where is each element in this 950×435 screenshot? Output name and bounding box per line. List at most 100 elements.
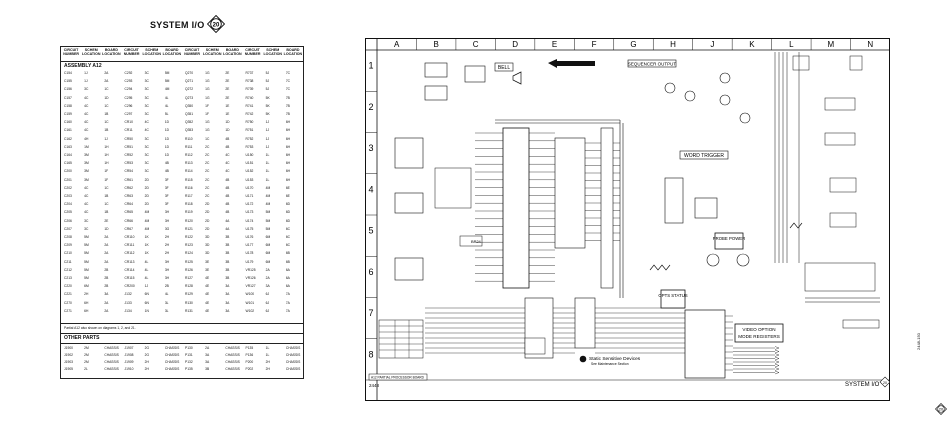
table-header-cell: CIRCUIT NUMBER bbox=[63, 48, 79, 57]
table-cell: 4E bbox=[205, 284, 210, 289]
static-sensitive-sub: See Maintenance Section bbox=[591, 362, 629, 366]
table-cell: 4B bbox=[225, 136, 230, 141]
table-cell: 3C bbox=[144, 153, 149, 157]
table-cell: 3F bbox=[164, 194, 169, 198]
table-cell: 4M bbox=[265, 202, 271, 207]
table-cell: 2C bbox=[205, 161, 210, 166]
table-cell: 1H bbox=[104, 144, 109, 149]
table-cell: W101 bbox=[245, 300, 255, 305]
table-cell: 6D bbox=[285, 202, 291, 207]
table-cell: 3B bbox=[225, 267, 230, 272]
table-cell: 3A bbox=[265, 284, 270, 289]
table-cell: 4A bbox=[225, 218, 230, 223]
table-cell: 2B bbox=[104, 276, 109, 280]
table-cell: 1K bbox=[144, 243, 149, 248]
table-cell: 1L bbox=[265, 346, 270, 350]
table-cell: 6J bbox=[265, 292, 270, 297]
video-option-box bbox=[734, 323, 784, 343]
table-cell: 6H bbox=[285, 177, 291, 182]
grid-column-letter: M bbox=[827, 40, 834, 49]
table-cell: U173 bbox=[245, 210, 254, 215]
table-cell: 3C bbox=[144, 136, 149, 141]
table-cell: 2L bbox=[84, 367, 88, 371]
diagram-number-badge: 20 bbox=[207, 15, 225, 33]
table-cell: 1K bbox=[144, 235, 149, 239]
grid-column-letter: J bbox=[710, 40, 714, 49]
table-cell: C165 bbox=[64, 161, 72, 166]
sequencer-output-box bbox=[627, 59, 677, 68]
grid-column-letter: B bbox=[434, 40, 439, 49]
table-cell: 1B bbox=[104, 128, 109, 133]
table-cell: CR111 bbox=[124, 243, 135, 248]
table-cell: 1G bbox=[205, 87, 210, 92]
table-cell: J1902 bbox=[64, 353, 73, 357]
table-cell: 2H bbox=[164, 251, 170, 256]
table-cell: P130 bbox=[185, 346, 193, 350]
table-cell: CR62 bbox=[124, 185, 133, 190]
table-cell: 7B bbox=[285, 95, 290, 100]
table-cell: 6A bbox=[285, 267, 290, 272]
table-cell: 2H bbox=[164, 243, 170, 248]
table-cell: 7B bbox=[285, 103, 290, 108]
table-cell: 3A bbox=[225, 300, 230, 305]
table-cell: P136 bbox=[245, 353, 254, 357]
table-cell: 4L bbox=[164, 292, 169, 297]
table-cell: C207 bbox=[64, 226, 72, 231]
table-cell: C209 bbox=[64, 243, 72, 248]
table-cell: 3B bbox=[225, 251, 230, 256]
table-cell: 7B bbox=[285, 112, 290, 116]
table-cell: CHASSIS bbox=[164, 367, 180, 371]
table-cell: U151 bbox=[245, 161, 254, 166]
table-cell: 3M bbox=[84, 161, 89, 166]
table-cell: 2E bbox=[225, 79, 230, 84]
table-cell: P202 bbox=[245, 367, 254, 371]
bell-label: BELL bbox=[498, 65, 510, 71]
table-cell: CHASSIS bbox=[285, 346, 301, 350]
table-cell: 6M bbox=[84, 284, 89, 289]
table-cell: 2A bbox=[104, 251, 109, 256]
table-cell: R740 bbox=[245, 95, 254, 100]
table-cell: CR200 bbox=[124, 284, 135, 289]
table-cell: 4C bbox=[225, 153, 230, 157]
table-cell: J1900 bbox=[64, 346, 73, 350]
table-cell: 3C bbox=[144, 112, 149, 116]
table-cell: 3B bbox=[225, 235, 230, 239]
table-cell: 1J bbox=[104, 136, 108, 141]
table-cell: P135 bbox=[245, 346, 254, 350]
table-cell: CR10 bbox=[124, 120, 133, 125]
table-cell: 3C bbox=[144, 103, 149, 108]
table-cell: Q350 bbox=[185, 103, 194, 108]
table-cell: 6A bbox=[285, 276, 290, 280]
table-cell: 2M bbox=[84, 346, 89, 350]
table-cell: 7A bbox=[285, 292, 290, 297]
table-cell: C202 bbox=[64, 185, 72, 190]
table-cell: 2A bbox=[104, 243, 109, 248]
table-cell: 6N bbox=[144, 292, 149, 297]
table-cell: 6J bbox=[265, 300, 270, 305]
table-cell: C163 bbox=[64, 144, 72, 149]
video-option-label-1: VIDEO OPTION bbox=[742, 327, 775, 332]
table-cell: 3F bbox=[164, 177, 169, 182]
table-cell: 2H bbox=[84, 292, 89, 297]
table-cell: 3L bbox=[164, 300, 169, 305]
table-cell: 2H bbox=[164, 235, 170, 239]
table-cell: 4M bbox=[144, 226, 150, 231]
table-cell: 2A bbox=[265, 267, 270, 272]
table-cell: J132 bbox=[124, 292, 132, 297]
table-cell: 1D bbox=[225, 128, 230, 133]
table-cell: P135 bbox=[185, 367, 193, 371]
table-cell: 1H bbox=[104, 153, 109, 157]
table-cell: 4B bbox=[225, 210, 230, 215]
table-cell: R117 bbox=[185, 194, 193, 198]
table-cell: 4M bbox=[144, 210, 150, 215]
table-cell: C200 bbox=[64, 169, 72, 174]
table-cell: 4C bbox=[144, 128, 149, 133]
table-cell: 4C bbox=[84, 120, 89, 125]
table-cell: 1D bbox=[164, 128, 170, 133]
opts-status-box bbox=[660, 289, 686, 309]
table-cell: 2D bbox=[205, 210, 210, 215]
table-cell: 3A bbox=[205, 353, 210, 357]
table-cell: 1J bbox=[144, 284, 149, 289]
table-cell: CHASSIS bbox=[104, 346, 119, 350]
